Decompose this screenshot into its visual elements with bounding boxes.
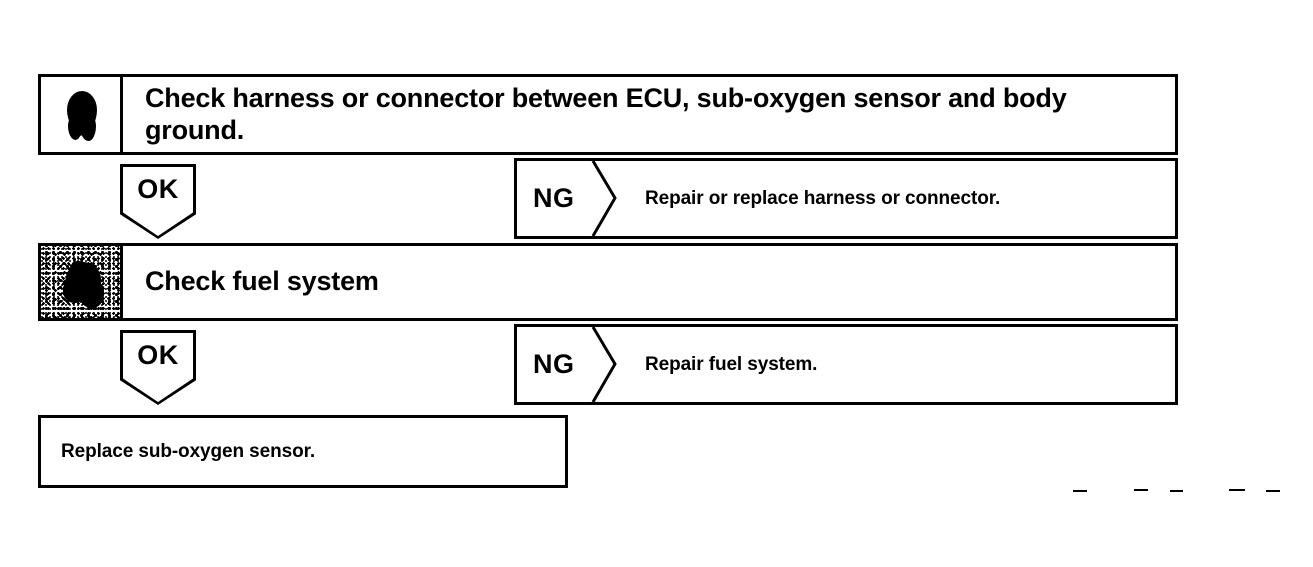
ng-label-1: NG bbox=[533, 183, 575, 213]
ink-blob-icon bbox=[65, 262, 101, 302]
ng-message-2: Repair fuel system. bbox=[645, 353, 818, 375]
step-marker-icon-noisy bbox=[41, 246, 123, 318]
ok-arrow-1[interactable]: OK bbox=[120, 164, 196, 239]
ok-label-1: OK bbox=[137, 174, 179, 204]
ink-blob-icon bbox=[67, 91, 97, 132]
step-box-check-harness[interactable]: Check harness or connector between ECU, … bbox=[38, 74, 1178, 155]
ng-tag-1: NG bbox=[517, 161, 617, 236]
ok-label-2: OK bbox=[137, 340, 179, 370]
result-text: Replace sub-oxygen sensor. bbox=[61, 440, 315, 462]
step-label-text: Check fuel system bbox=[145, 266, 379, 297]
page-mark-1 bbox=[1073, 490, 1087, 492]
step-box-check-fuel-system[interactable]: Check fuel system bbox=[38, 243, 1178, 321]
ng-message-1: Repair or replace harness or connector. bbox=[645, 187, 1001, 209]
step-label-cell: Check fuel system bbox=[123, 246, 1175, 318]
branch-row-2: OK NG Repair fuel system. bbox=[0, 324, 1313, 406]
page-mark-4 bbox=[1229, 489, 1245, 491]
result-box-replace-sensor[interactable]: Replace sub-oxygen sensor. bbox=[38, 415, 568, 488]
ok-arrow-2[interactable]: OK bbox=[120, 330, 196, 405]
page-mark-2 bbox=[1134, 489, 1148, 491]
ng-panel-1[interactable]: NG Repair or replace harness or connecto… bbox=[514, 158, 1178, 239]
page-mark-5 bbox=[1266, 490, 1280, 492]
ng-tag-2: NG bbox=[517, 327, 617, 402]
step-label-cell: Check harness or connector between ECU, … bbox=[123, 77, 1175, 152]
ng-label-2: NG bbox=[533, 349, 575, 379]
page-mark-3 bbox=[1170, 490, 1183, 492]
chevron-right-icon bbox=[591, 327, 617, 402]
branch-row-1: OK NG Repair or replace harness or conne… bbox=[0, 158, 1313, 240]
chevron-right-icon bbox=[591, 161, 617, 236]
step-marker-icon bbox=[41, 77, 123, 152]
step-label-text: Check harness or connector between ECU, … bbox=[145, 82, 1067, 145]
ng-panel-2[interactable]: NG Repair fuel system. bbox=[514, 324, 1178, 405]
